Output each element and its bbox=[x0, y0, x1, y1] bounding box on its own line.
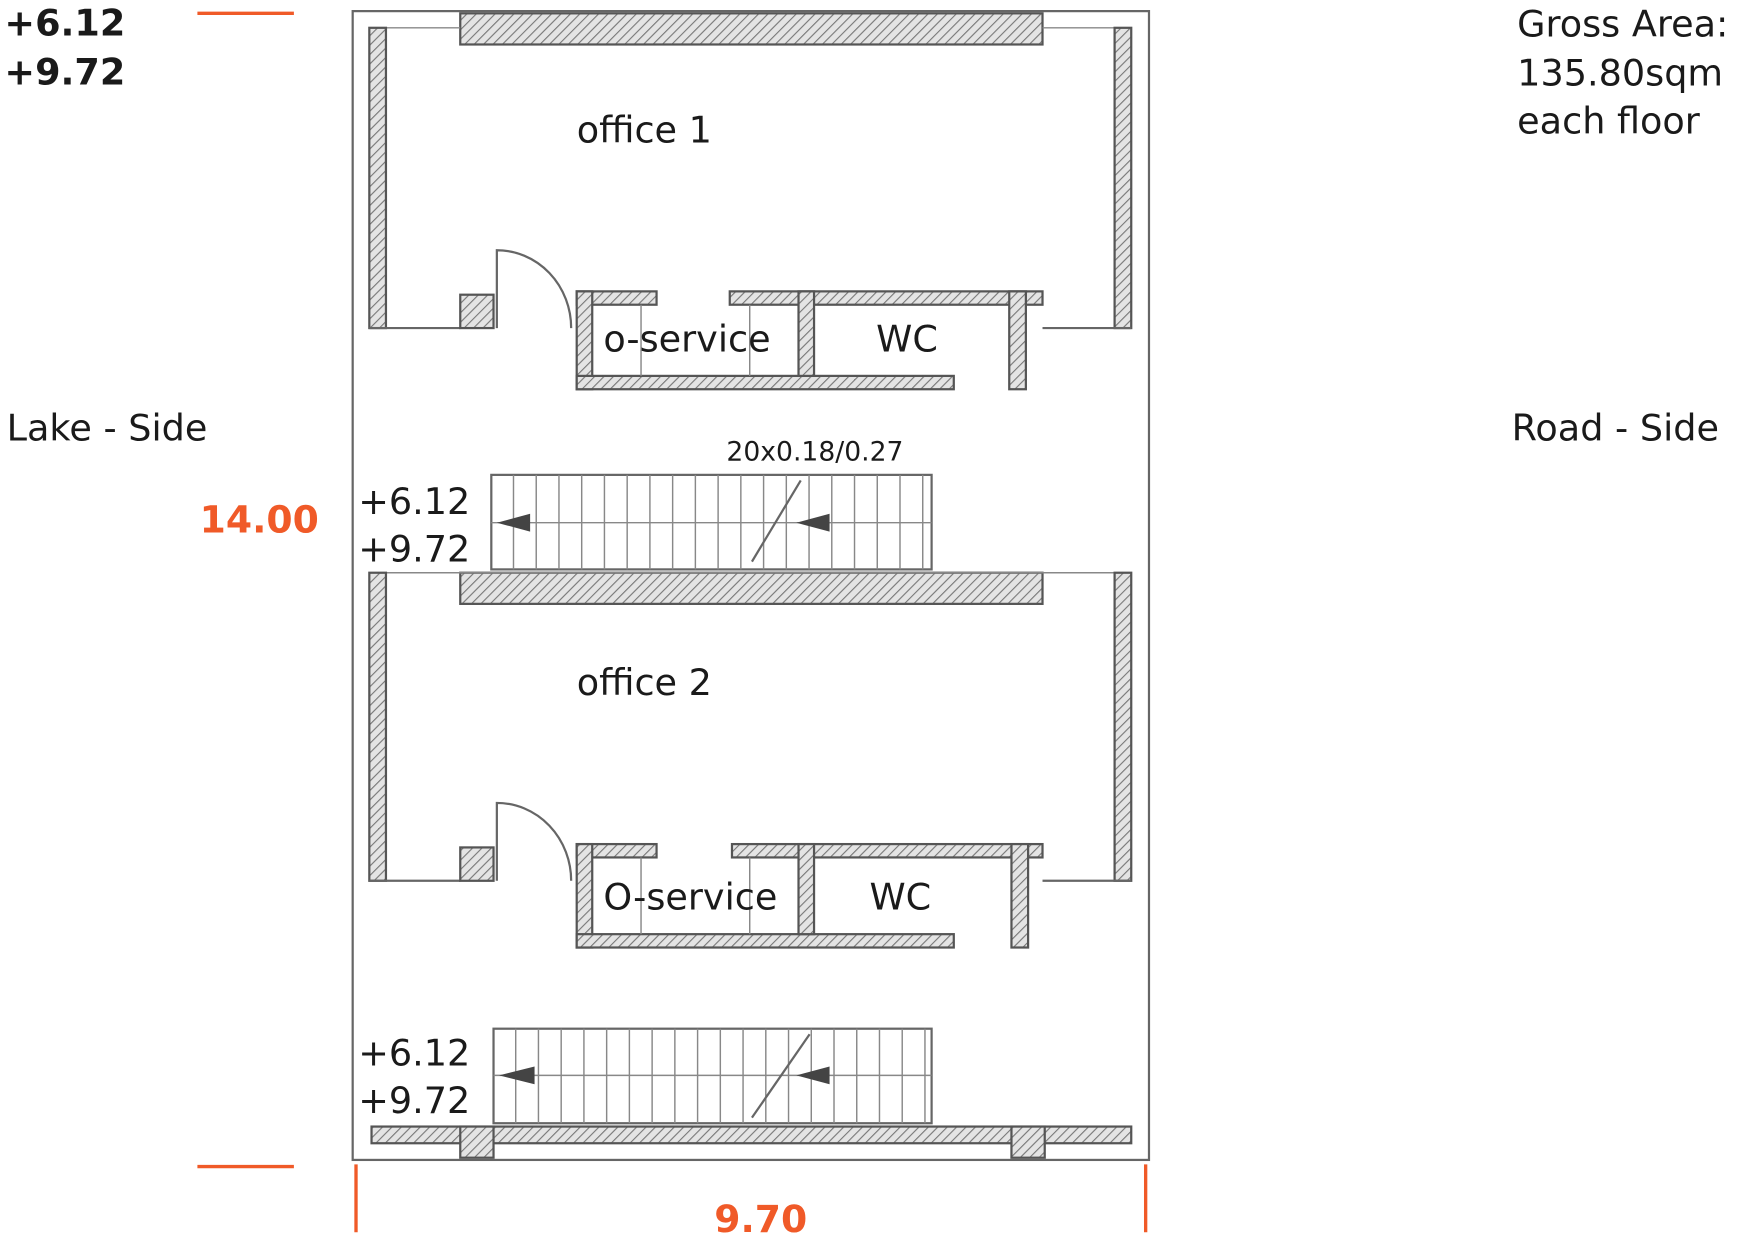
stair-2 bbox=[492, 1027, 933, 1125]
road-side-label: Road - Side bbox=[1512, 406, 1719, 449]
gross-area-value: 135.80sqm bbox=[1517, 52, 1723, 95]
stair-spec: 20x0.18/0.27 bbox=[726, 436, 903, 467]
room-wc-1: WC bbox=[876, 317, 938, 360]
arrow-icon bbox=[499, 1066, 535, 1085]
arrow-icon bbox=[796, 1066, 830, 1085]
room-service-2: O-service bbox=[603, 876, 777, 919]
lake-side-label: Lake - Side bbox=[7, 406, 208, 449]
width-dimension: 9.70 bbox=[714, 1197, 807, 1240]
arrow-icon bbox=[796, 513, 830, 532]
level-top: +6.12 bbox=[4, 2, 125, 45]
level-top: +9.72 bbox=[4, 50, 125, 93]
dimension-lines bbox=[197, 11, 1148, 1233]
stair-1-level: +9.72 bbox=[358, 528, 470, 571]
room-service-1: o-service bbox=[603, 317, 770, 360]
gross-area-note: each floor bbox=[1517, 99, 1701, 142]
room-wc-2: WC bbox=[870, 876, 932, 919]
arrow-icon bbox=[496, 513, 531, 532]
gross-area-label: Gross Area: bbox=[1517, 3, 1728, 46]
office-1-walls bbox=[368, 12, 1133, 391]
bottom-wall bbox=[370, 1125, 1133, 1159]
room-office-2: office 2 bbox=[577, 661, 712, 704]
stair-2-level: +6.12 bbox=[358, 1031, 470, 1074]
stair-1 bbox=[490, 473, 933, 571]
room-office-1: office 1 bbox=[577, 108, 712, 151]
office-2-walls bbox=[368, 571, 1133, 949]
stair-2-level: +9.72 bbox=[358, 1079, 470, 1122]
building-outline bbox=[351, 10, 1151, 1162]
stair-1-level: +6.12 bbox=[358, 480, 470, 523]
height-dimension: 14.00 bbox=[200, 498, 319, 542]
